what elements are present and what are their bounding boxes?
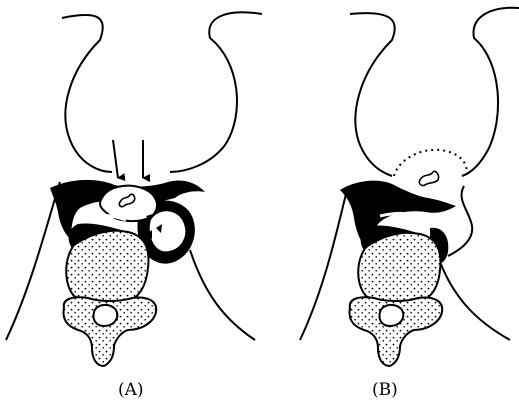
panel-a-left-hemisphere (62, 15, 112, 172)
panel-a-left-outer-contour (6, 182, 60, 340)
panel-a-right-hemisphere (170, 12, 262, 172)
panel-a-lesion-white (149, 210, 186, 252)
panel-a (6, 12, 262, 366)
panel-a-right-outer-contour (190, 250, 255, 340)
panel-b-right-hemisphere (462, 8, 519, 176)
panel-b-right-outer-contour (440, 262, 510, 340)
panel-b-label: (B) (372, 380, 398, 400)
panel-a-arrow-left (113, 140, 118, 178)
panel-a-label: (A) (118, 380, 144, 400)
panel-b-spinal-foramen (379, 305, 403, 326)
panel-a-spinal-foramen (93, 305, 117, 326)
panel-b-left-hemisphere (350, 13, 395, 176)
panel-b-right-curve (448, 186, 472, 256)
panel-b-left-outer-contour (300, 186, 348, 340)
panel-b-small-structure (419, 171, 438, 185)
panel-b (300, 8, 519, 366)
